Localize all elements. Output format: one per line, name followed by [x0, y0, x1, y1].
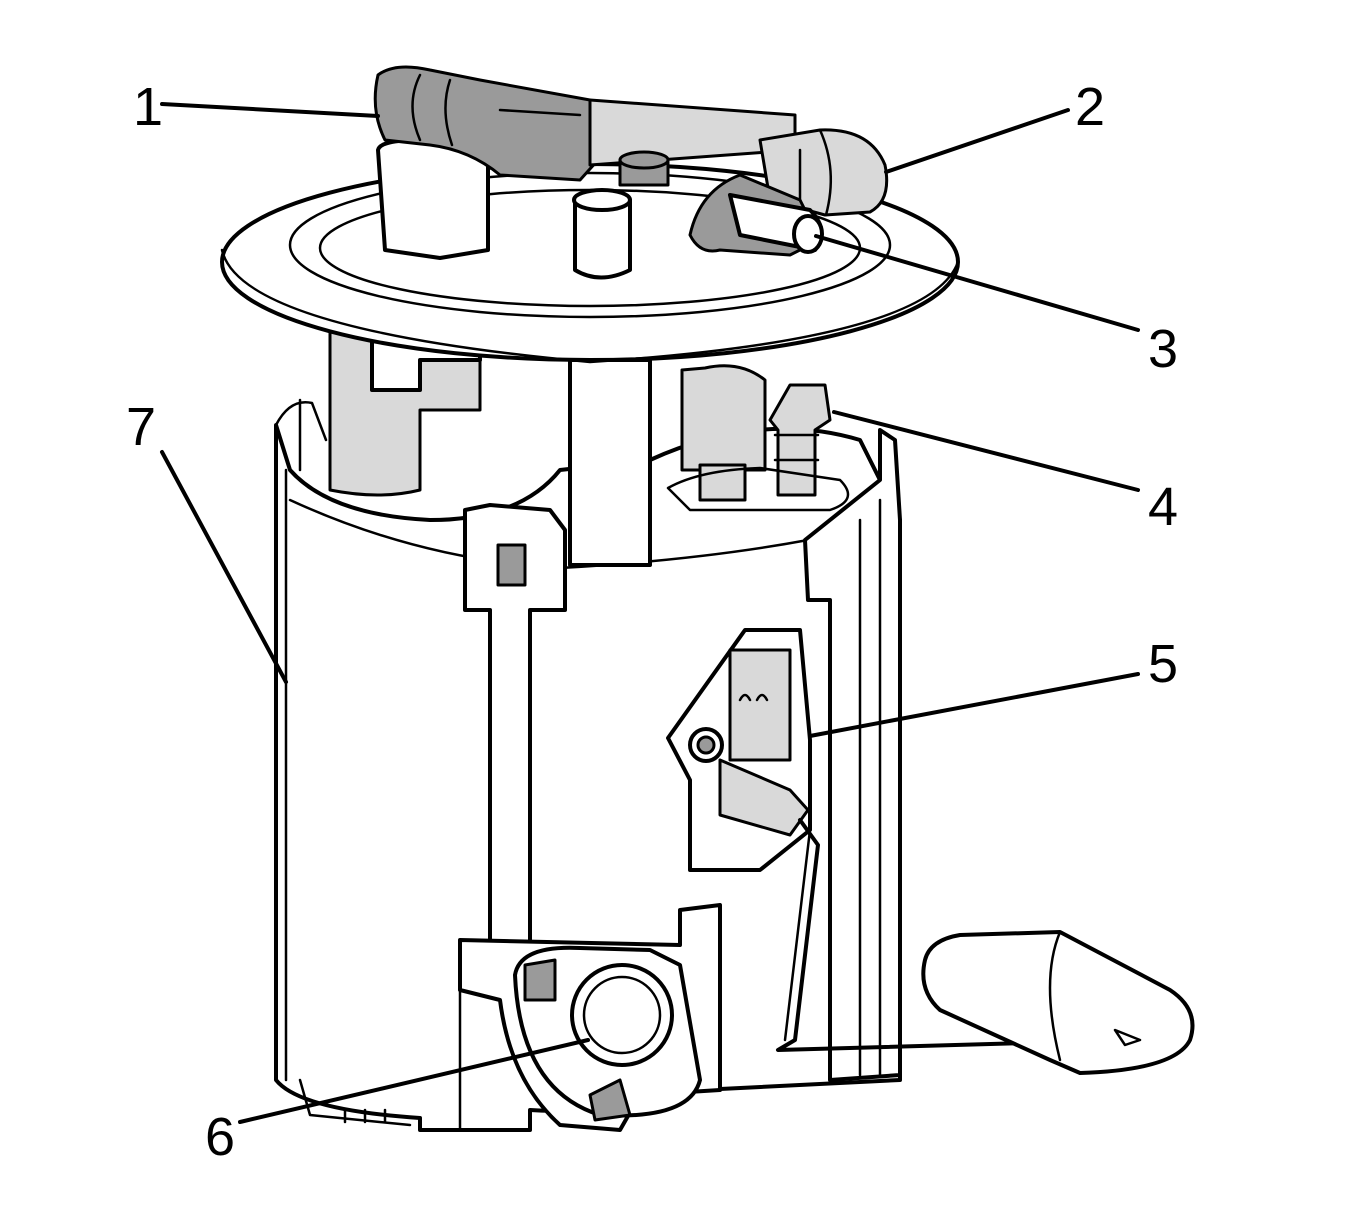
- callout-1: 1: [133, 77, 163, 137]
- bottom-filter-housing: [298, 903, 722, 1132]
- float-arm: [776, 818, 1132, 1052]
- float: [921, 930, 1195, 1075]
- body-guide-rail: [463, 503, 567, 947]
- callout-7: 7: [126, 397, 156, 457]
- callout-5: 5: [1148, 634, 1178, 694]
- flange-tube: [572, 188, 632, 280]
- leader-6: [238, 1038, 590, 1124]
- leader-lines: [160, 102, 1140, 1124]
- hose-barb: [666, 383, 850, 512]
- callout-2: 2: [1075, 77, 1105, 137]
- fuel-level-sensor: [666, 628, 812, 872]
- callout-labels: 1 2 3 4 5 6 7: [126, 77, 1178, 1167]
- leader-1: [160, 102, 380, 118]
- fitting-fuel-feed: [688, 173, 824, 257]
- callout-6: 6: [205, 1107, 235, 1167]
- body-right-rail: [803, 428, 902, 1082]
- callout-3: 3: [1148, 319, 1178, 379]
- leader-4: [832, 410, 1140, 492]
- connector-vent: [758, 128, 889, 217]
- connector-electrical: [373, 65, 797, 260]
- flange-cap: [618, 150, 670, 187]
- leader-2: [884, 108, 1070, 174]
- leader-7: [160, 450, 288, 684]
- leader-5: [808, 672, 1140, 738]
- callout-4: 4: [1148, 477, 1178, 537]
- leader-3: [814, 234, 1140, 332]
